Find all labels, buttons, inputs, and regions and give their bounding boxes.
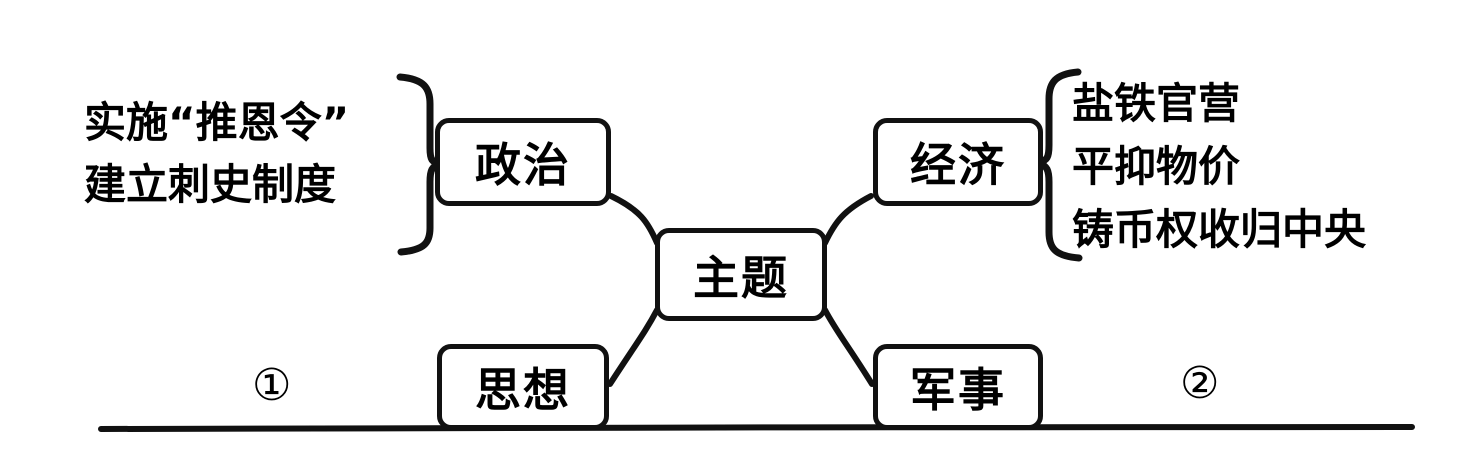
- left-brace-item-1: 实施“推恩令”: [84, 98, 350, 147]
- blank-marker-2: ②: [1180, 358, 1220, 409]
- blank-marker-1: ①: [252, 360, 292, 411]
- node-military: 军事: [873, 344, 1043, 430]
- right-brace-item-3: 铸币权收归中央: [1072, 205, 1367, 254]
- node-thought: 思想: [437, 344, 609, 430]
- connector-theme-military: [822, 307, 875, 387]
- node-economy: 经济: [873, 118, 1043, 206]
- right-brace-item-2: 平抑物价: [1072, 142, 1241, 191]
- baseline-rule: [98, 424, 1415, 432]
- left-brace-text-group: 实施“推恩令” 建立刺史制度: [84, 92, 404, 216]
- left-brace-icon: [396, 73, 444, 256]
- right-brace-text-group: 盐铁官营 平抑物价 铸币权收归中央: [1072, 72, 1472, 261]
- left-brace-item-2: 建立刺史制度: [84, 160, 337, 209]
- node-theme: 主题: [655, 228, 827, 321]
- right-brace-item-1: 盐铁官营: [1072, 79, 1241, 128]
- connector-theme-thought: [607, 307, 660, 387]
- node-politics: 政治: [435, 118, 611, 206]
- connector-economy-theme: [822, 193, 874, 246]
- connector-politics-theme: [608, 193, 660, 246]
